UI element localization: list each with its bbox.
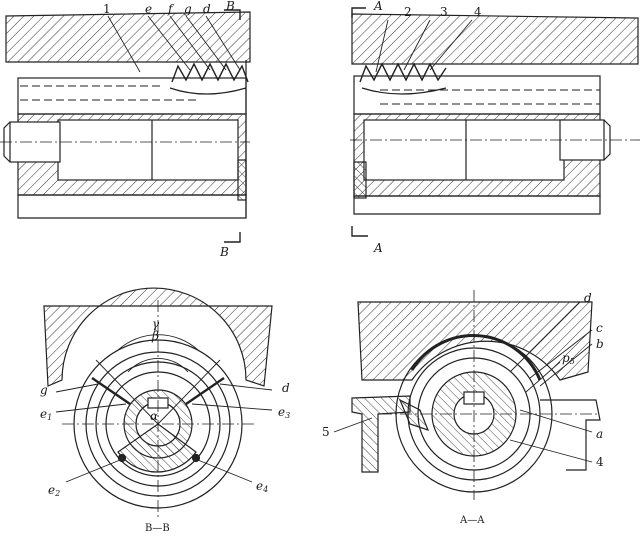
label-e1: e1 — [40, 407, 53, 422]
label-g: g — [40, 383, 48, 397]
label-part-4: 4 — [474, 5, 482, 19]
housing-upper — [43, 287, 273, 387]
label-b: b — [596, 337, 604, 351]
label-beta: β — [152, 329, 159, 343]
bolt-flange-right — [540, 399, 601, 471]
label-d: d — [282, 381, 290, 395]
caption-a-a: A—A — [460, 515, 485, 526]
cross-section-a-a — [333, 290, 601, 500]
label-p5: p5 — [562, 351, 575, 366]
label-part-4: 4 — [596, 455, 604, 469]
label-e3: e3 — [278, 405, 291, 420]
label-a: a — [596, 427, 604, 441]
label-gamma: γ — [152, 317, 160, 331]
label-d: d — [584, 291, 592, 305]
label-e3-subscript: 3 — [285, 411, 291, 420]
gear-teeth — [359, 62, 447, 83]
label-part-2: 2 — [404, 5, 412, 19]
section-mark-b-top: B — [226, 0, 235, 13]
section-mark-a-top: A — [374, 0, 383, 13]
cross-section-b-b — [43, 287, 273, 520]
vane — [410, 334, 542, 381]
housing-upper — [357, 301, 593, 381]
label-e4-subscript: 4 — [263, 485, 269, 494]
gear-teeth — [171, 62, 249, 83]
label-c: c — [596, 321, 603, 335]
housing-top — [5, 11, 251, 63]
label-part-5: 5 — [322, 425, 330, 439]
top-right-section-view — [350, 7, 640, 237]
bolt-flange-left — [351, 395, 411, 473]
label-part-3: 3 — [440, 5, 448, 19]
label-g: g — [184, 2, 192, 16]
label-p5-subscript: 5 — [569, 357, 575, 366]
housing-top — [351, 13, 639, 65]
label-part-1: 1 — [103, 2, 111, 16]
top-left-section-view — [0, 9, 251, 243]
label-e4: e4 — [256, 479, 269, 494]
label-e2: e2 — [48, 483, 61, 498]
label-e1-subscript: 1 — [47, 413, 53, 422]
label-d: d — [203, 2, 211, 16]
label-alpha: α — [150, 409, 159, 423]
caption-b-b: B—B — [145, 523, 170, 534]
label-e: e — [145, 2, 153, 16]
label-e2-subscript: 2 — [55, 489, 61, 498]
section-mark-b-bottom: B — [220, 245, 229, 259]
section-mark-a-bottom: A — [374, 241, 383, 255]
label-f: f — [168, 2, 173, 16]
